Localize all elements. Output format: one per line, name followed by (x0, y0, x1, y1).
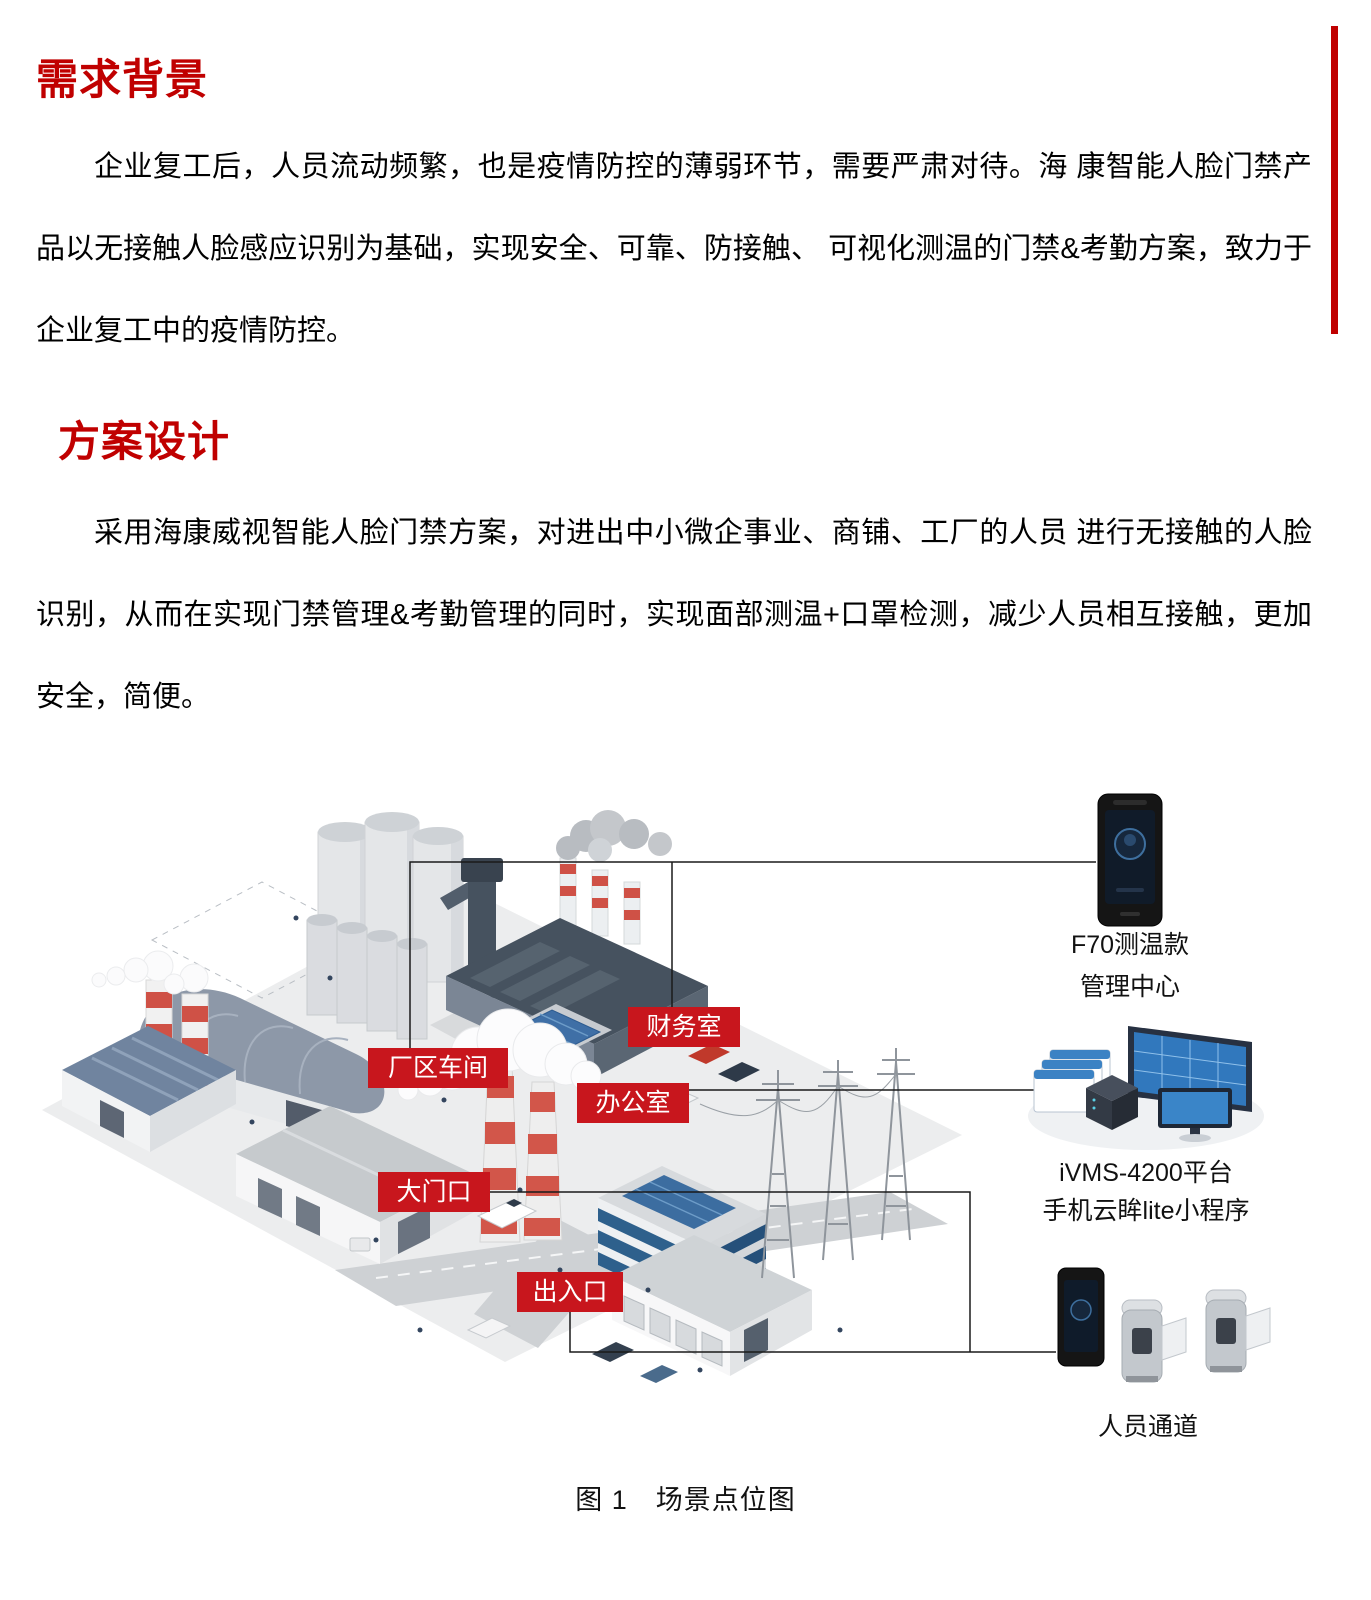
device-label-management-center: 管理中心 (1079, 973, 1180, 1001)
f70-terminal-device (1097, 793, 1163, 927)
paragraph-design: 采用海康威视智能人脸门禁方案，对进出中小微企事业、商铺、工厂的人员 进行无接触的… (36, 517, 1312, 713)
page-edge-marker (1331, 26, 1338, 334)
scene-label-finance-office: 财务室 (628, 1007, 740, 1047)
boiler-building (62, 950, 236, 1152)
device-label-pedestrian-gate: 人员通道 (1097, 1413, 1198, 1441)
scene-figure: 财务室 厂区车间 办公室 大门口 出入口 F70测温款 管理中心 iVMS-42… (0, 770, 1371, 1470)
scene-label-main-gate: 大门口 (378, 1172, 490, 1212)
connector-lines (409, 861, 1096, 1353)
power-towers (699, 1048, 915, 1279)
scene-label-factory-workshop: 厂区车间 (368, 1048, 508, 1088)
central-chimneys (479, 1065, 563, 1243)
scene-label-entrance-exit: 出入口 (517, 1272, 623, 1312)
ivms-platform-cluster (1028, 1026, 1264, 1150)
device-label-cloud-miniapp: 手机云眸lite小程序 (1042, 1197, 1250, 1225)
section-heading-background: 需求背景 (36, 56, 209, 103)
white-smoke-left (91, 950, 209, 995)
section-heading-design: 方案设计 (58, 418, 231, 465)
turnstile-gate-device (1057, 1267, 1271, 1383)
device-label-ivms-platform: iVMS-4200平台 (1059, 1159, 1233, 1187)
paragraph-background: 企业复工后，人员流动频繁，也是疫情防控的薄弱环节，需要严肃对待。海 康智能人脸门… (36, 151, 1312, 347)
device-label-f70: F70测温款 (1070, 931, 1190, 959)
figure-caption: 图 1 场景点位图 (575, 1485, 796, 1515)
office-buildings (598, 1166, 812, 1376)
scene-label-office: 办公室 (577, 1083, 689, 1123)
gray-smoke (556, 810, 672, 862)
silo-tanks (306, 812, 503, 1040)
